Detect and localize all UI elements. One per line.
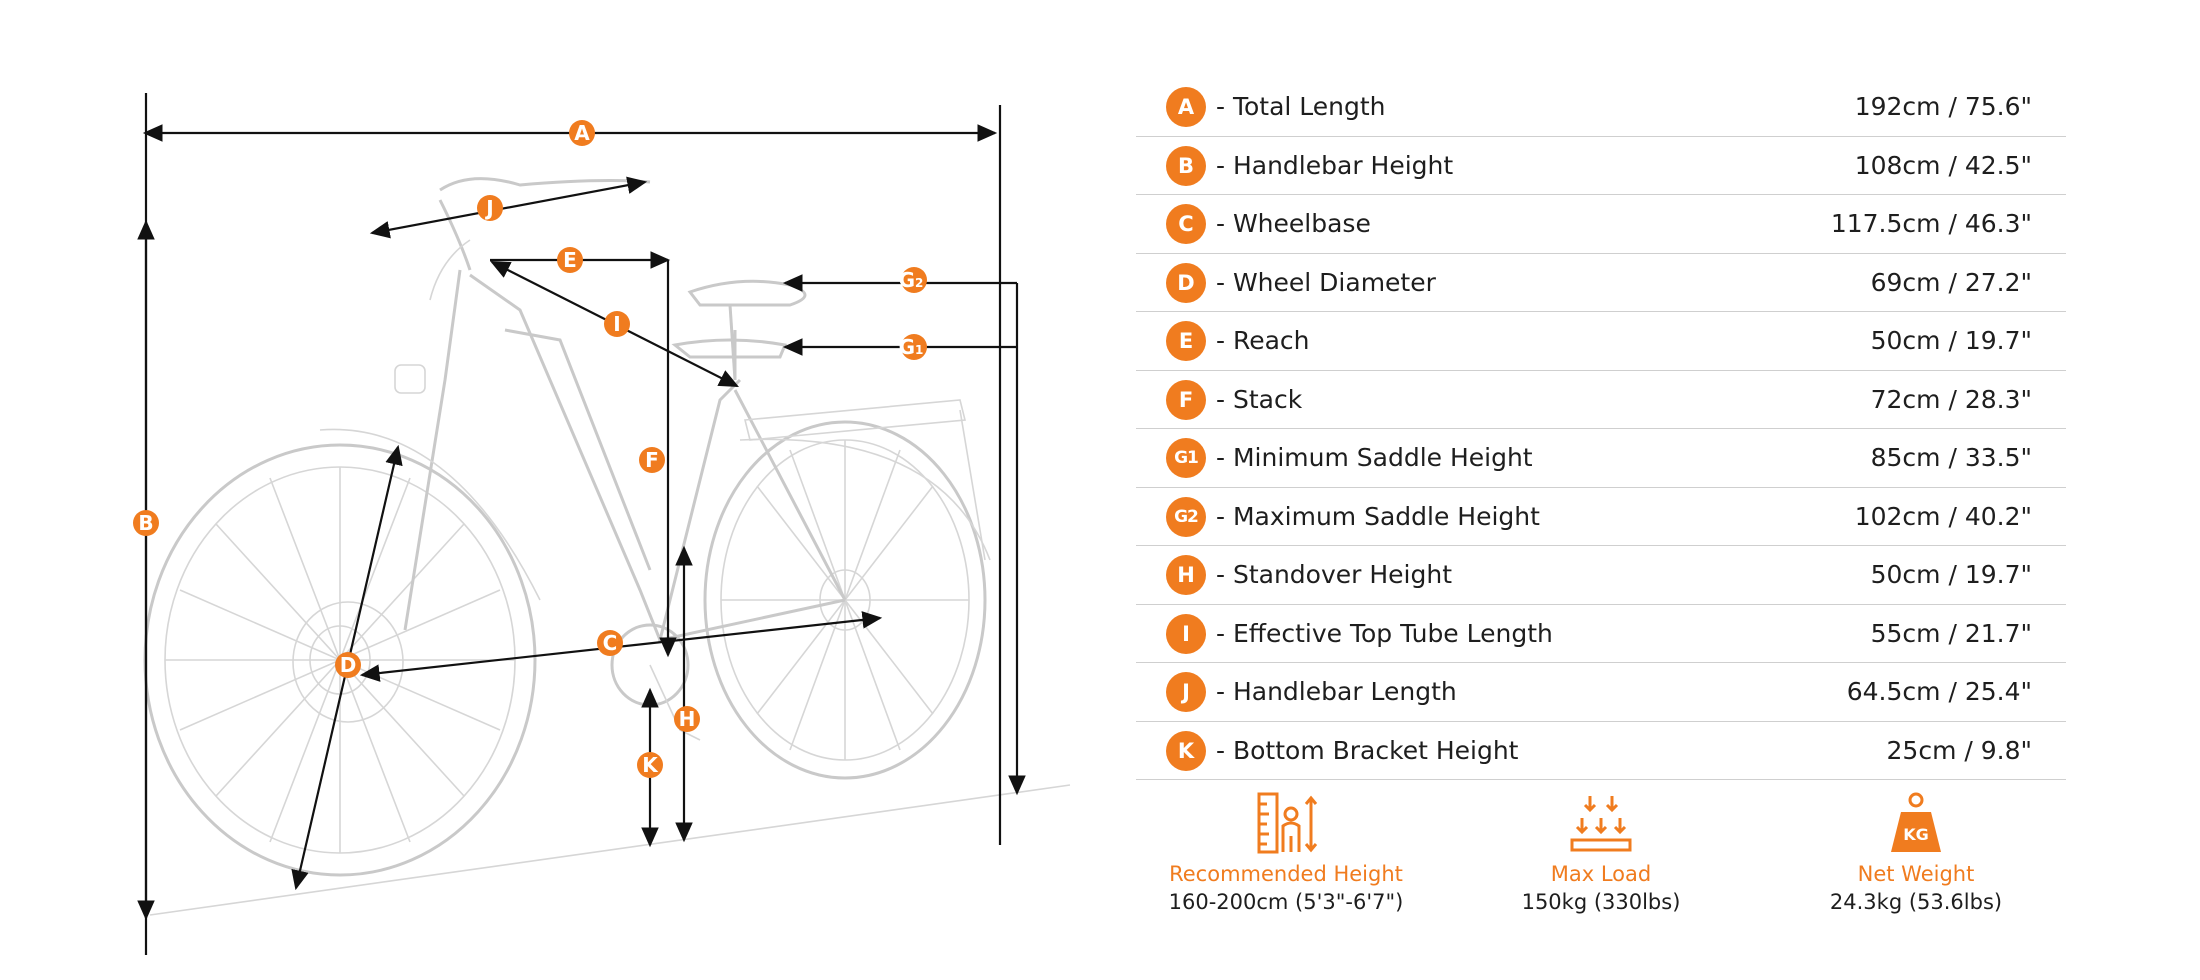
spec-value: 64.5cm / 25.4" [1846,677,2032,706]
max-load-arrows-icon [1570,796,1632,852]
diagram-marker-i: I [604,311,630,337]
spec-value: 117.5cm / 46.3" [1830,209,2032,238]
spec-value: 25cm / 9.8" [1886,735,2032,765]
spec-value: 55cm / 21.7" [1870,618,2032,648]
spec-value: 69cm / 27.2" [1870,267,2032,297]
spec-row-total-length: A - Total Length 192cm / 75.6" [1136,78,2066,137]
spec-label: - Bottom Bracket Height [1216,735,1519,765]
feature-recommended-height: Recommended Height 160-200cm (5'3"-6'7") [1136,790,1436,914]
spec-label: - Wheelbase [1216,209,1371,238]
spec-row-wheelbase: C - Wheelbase 117.5cm / 46.3" [1136,195,2066,254]
spec-value: 102cm / 40.2" [1854,501,2032,531]
diagram-marker-g1: G1 [899,334,927,360]
spec-value: 192cm / 75.6" [1854,92,2032,121]
svg-text:H: H [679,707,696,731]
svg-text:G1: G1 [899,335,924,359]
diagram-marker-h: H [674,706,700,732]
spec-value: 108cm / 42.5" [1854,150,2032,180]
feature-title: Recommended Height [1169,862,1403,886]
spec-badge: K [1166,730,1206,771]
spec-label: - Minimum Saddle Height [1216,443,1533,472]
spec-row-bottom-bracket-height: K - Bottom Bracket Height 25cm / 9.8" [1136,722,2066,780]
spec-row-reach: E - Reach 50cm / 19.7" [1136,312,2066,371]
kettlebell-weight-icon: KG [1891,792,1941,852]
feature-max-load: Max Load 150kg (330lbs) [1451,790,1751,914]
spec-label: - Handlebar Height [1216,150,1454,180]
diagram-marker-e: E [557,247,583,273]
spec-badge: J [1166,672,1206,712]
spec-row-maximum-saddle-height: G2 - Maximum Saddle Height 102cm / 40.2" [1136,488,2066,546]
spec-row-stack: F - Stack 72cm / 28.3" [1136,371,2066,429]
spec-badge: G1 [1166,438,1206,478]
spec-label: - Handlebar Length [1216,677,1457,706]
spec-badge: G2 [1166,496,1206,537]
bike-geometry-diagram: A B C D E F G2 G1 H I J K [133,93,1071,955]
spec-value: 85cm / 33.5" [1870,443,2032,472]
feature-value: 160-200cm (5'3"-6'7") [1168,890,1404,914]
svg-text:J: J [484,196,493,220]
spec-badge: F [1166,379,1206,420]
spec-label: - Wheel Diameter [1216,267,1436,297]
spec-label: - Effective Top Tube Length [1216,618,1553,648]
kettlebell-label: KG [1903,825,1929,844]
spec-row-handlebar-height: B - Handlebar Height 108cm / 42.5" [1136,137,2066,195]
height-ruler-person-icon [1257,792,1318,854]
spec-value: 72cm / 28.3" [1870,384,2032,414]
spec-label: - Total Length [1216,92,1386,121]
svg-text:K: K [642,753,659,777]
svg-text:G2: G2 [899,268,924,292]
spec-badge: D [1166,262,1206,303]
spec-row-minimum-saddle-height: G1 - Minimum Saddle Height 85cm / 33.5" [1136,429,2066,488]
spec-badge: A [1166,87,1206,127]
spec-row-standover-height: H - Standover Height 50cm / 19.7" [1136,546,2066,605]
diagram-marker-g2: G2 [899,267,927,293]
diagram-marker-k: K [637,752,663,778]
feature-net-weight: KG Net Weight 24.3kg (53.6lbs) [1766,790,2066,914]
svg-text:E: E [563,248,577,272]
feature-title: Max Load [1550,862,1652,886]
feature-value: 24.3kg (53.6lbs) [1829,890,2003,914]
spec-value: 50cm / 19.7" [1870,560,2032,589]
diagram-marker-f: F [639,447,665,473]
spec-badge: H [1166,555,1206,595]
spec-row-handlebar-length: J - Handlebar Length 64.5cm / 25.4" [1136,663,2066,722]
feature-value: 150kg (330lbs) [1521,890,1681,914]
geometry-spec-table: A - Total Length 192cm / 75.6" B - Handl… [1136,78,2066,780]
svg-text:F: F [645,448,659,472]
spec-badge: C [1166,204,1206,244]
svg-text:D: D [340,653,357,677]
spec-label: - Maximum Saddle Height [1216,501,1540,531]
diagram-marker-b: B [133,510,159,536]
spec-label: - Standover Height [1216,560,1453,589]
diagram-marker-j: J [477,195,503,221]
spec-badge: B [1166,145,1206,186]
feature-title: Net Weight [1857,862,1975,886]
svg-text:A: A [574,121,590,145]
spec-badge: I [1166,613,1206,654]
svg-text:C: C [603,631,618,655]
diagram-marker-d: D [335,652,361,678]
spec-value: 50cm / 19.7" [1870,326,2032,355]
diagram-marker-c: C [597,630,623,656]
feature-summary: Recommended Height 160-200cm (5'3"-6'7")… [1136,790,2066,940]
ground-line [149,784,1071,916]
svg-text:I: I [613,312,620,336]
spec-badge: E [1166,321,1206,361]
spec-label: - Stack [1216,384,1303,414]
spec-row-wheel-diameter: D - Wheel Diameter 69cm / 27.2" [1136,254,2066,312]
spec-row-effective-top-tube-length: I - Effective Top Tube Length 55cm / 21.… [1136,605,2066,663]
diagram-marker-a: A [569,120,595,146]
spec-label: - Reach [1216,326,1310,355]
svg-text:B: B [138,511,153,535]
